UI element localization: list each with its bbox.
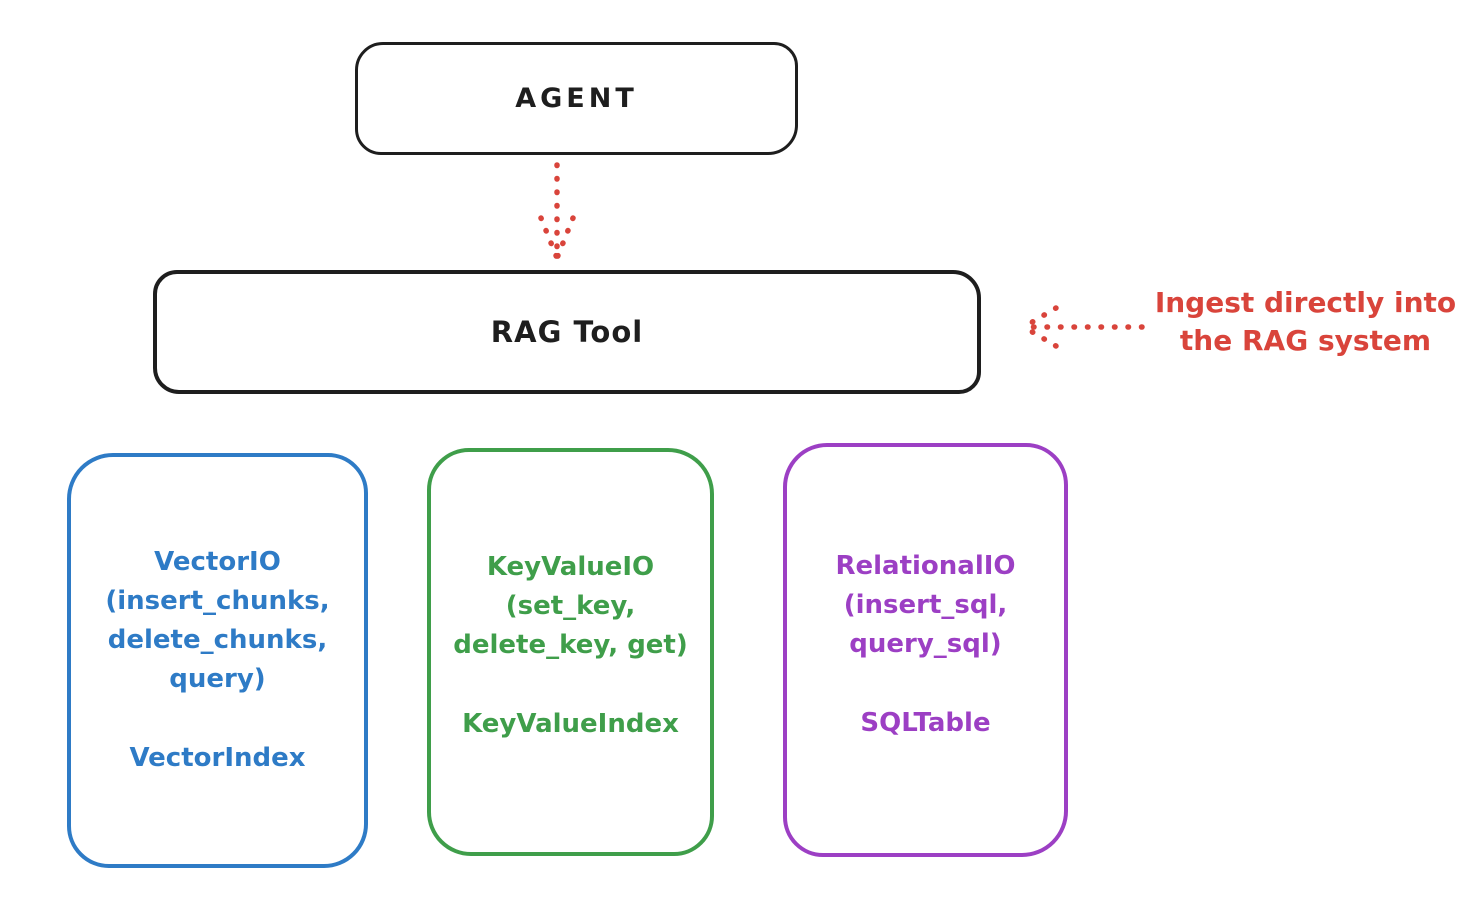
keyvalue-io-box: KeyValueIO (set_key, delete_key, get) Ke… <box>427 448 714 856</box>
relational-io-line-2: (insert_sql, <box>843 590 1008 620</box>
ingest-annotation: Ingest directly into the RAG system <box>1133 284 1478 360</box>
relational-io-line-1: RelationalIO <box>835 551 1016 581</box>
vector-io-line-3: delete_chunks, <box>107 625 328 655</box>
keyvalue-index-label: KeyValueIndex <box>462 709 679 739</box>
ingest-annotation-line-1: Ingest directly into <box>1154 286 1457 319</box>
rag-tool-label: RAG Tool <box>490 315 644 349</box>
vector-io-title: VectorIO (insert_chunks, delete_chunks, … <box>105 543 329 699</box>
sql-table-label: SQLTable <box>860 708 991 738</box>
vector-index-label: VectorIndex <box>129 743 306 773</box>
dotted-down-arrow-icon <box>538 162 576 261</box>
relational-io-line-3: query_sql) <box>849 629 1002 659</box>
keyvalue-io-title: KeyValueIO (set_key, delete_key, get) <box>453 548 688 665</box>
relational-io-box: RelationalIO (insert_sql, query_sql) SQL… <box>783 443 1068 857</box>
keyvalue-io-line-3: delete_key, get) <box>453 630 688 660</box>
dotted-left-arrow-icon <box>1021 305 1145 349</box>
vector-io-line-2: (insert_chunks, <box>105 586 330 616</box>
relational-io-title: RelationalIO (insert_sql, query_sql) <box>835 547 1015 664</box>
rag-tool-box: RAG Tool <box>153 270 981 394</box>
keyvalue-io-line-1: KeyValueIO <box>486 552 655 582</box>
ingest-annotation-line-2: the RAG system <box>1179 324 1432 357</box>
agent-box: AGENT <box>355 42 798 155</box>
vector-io-box: VectorIO (insert_chunks, delete_chunks, … <box>67 453 368 868</box>
keyvalue-io-line-2: (set_key, <box>505 591 636 621</box>
vector-io-line-1: VectorIO <box>154 547 281 577</box>
agent-label: AGENT <box>515 83 638 114</box>
vector-io-line-4: query) <box>169 664 266 694</box>
